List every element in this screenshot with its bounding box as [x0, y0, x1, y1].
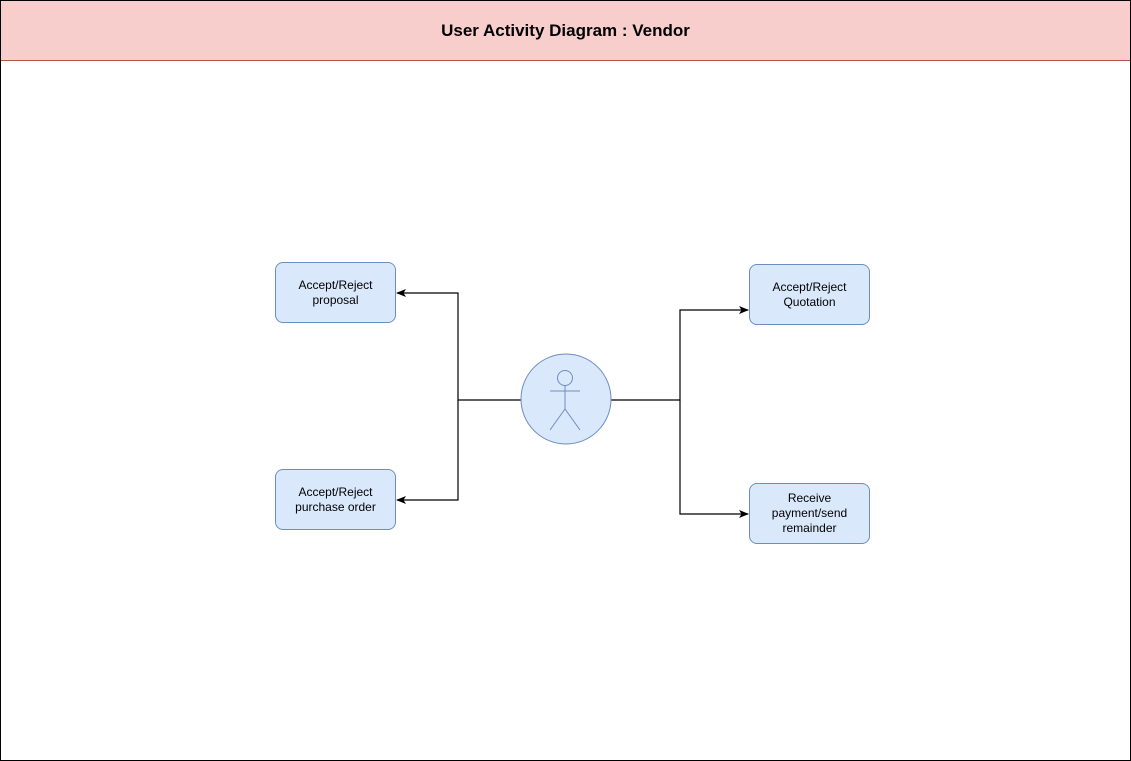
- node-accept-reject-purchase-order: Accept/Reject purchase order: [275, 469, 396, 530]
- diagram-header: User Activity Diagram : Vendor: [1, 1, 1130, 61]
- node-label: Accept/Reject proposal: [298, 277, 373, 307]
- node-accept-reject-quotation: Accept/Reject Quotation: [749, 264, 870, 325]
- edge-actor-to-proposal: [396, 289, 522, 401]
- vendor-actor: [520, 353, 612, 445]
- edge-actor-to-quotation: [611, 306, 749, 401]
- node-accept-reject-proposal: Accept/Reject proposal: [275, 262, 396, 323]
- edge-actor-to-receive-payment: [679, 400, 749, 518]
- stick-figure-icon: [549, 370, 581, 431]
- node-label: Accept/Reject Quotation: [772, 279, 847, 309]
- edge-actor-to-purchase-order: [396, 400, 459, 504]
- node-label: Accept/Reject purchase order: [295, 484, 376, 514]
- node-receive-payment-send-remainder: Receive payment/send remainder: [749, 483, 870, 544]
- node-label: Receive payment/send remainder: [771, 491, 848, 535]
- diagram-title: User Activity Diagram : Vendor: [441, 20, 690, 40]
